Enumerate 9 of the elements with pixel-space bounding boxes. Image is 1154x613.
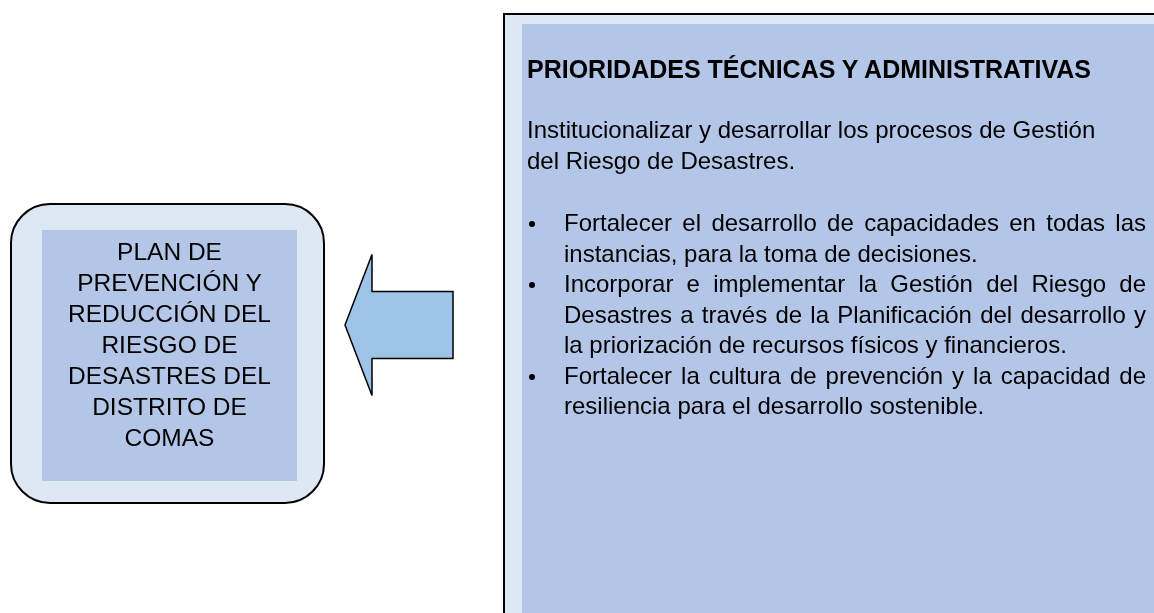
panel-heading: PRIORIDADES TÉCNICAS Y ADMINISTRATIVAS (527, 54, 1092, 84)
bullet-text: Fortalecer el desarrollo de capacidades en todas las instancias, para la toma de decisiones. (564, 208, 1146, 269)
intro-text: Institucionalizar y desarrollar los procesos de Gestión del Riesgo de Desastres. (527, 115, 1097, 176)
bullet-text: Incorporar e implementar la Gestión del Riesgo de Desastres a través de la Planificación del desarrollo y la priorización de recursos físicos y financieros. (564, 269, 1146, 360)
title-box: PLAN DE PREVENCIÓN Y REDUCCIÓN DEL RIESGO DE DESASTRES DEL DISTRITO DE COMAS (42, 230, 297, 481)
priorities-panel (503, 13, 1154, 613)
rounded-frame (10, 203, 325, 504)
block-arrow (344, 253, 454, 397)
bullet-text: Fortalecer la cultura de prevención y la capacidad de resiliencia para el desarrollo sostenible. (564, 360, 1146, 421)
